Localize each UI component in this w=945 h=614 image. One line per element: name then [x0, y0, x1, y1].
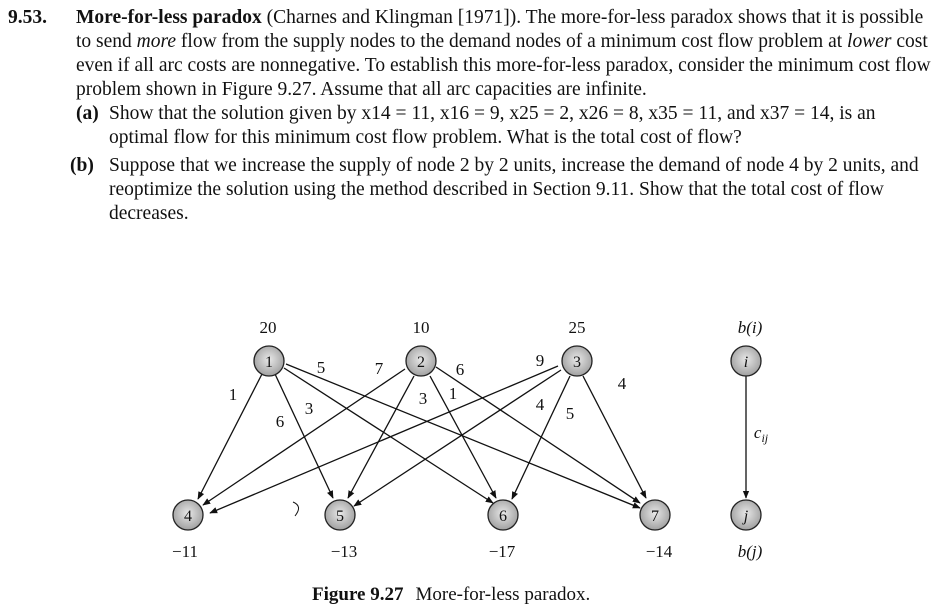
problem-number: 9.53. [8, 7, 47, 28]
arc-2-7 [435, 366, 641, 504]
node-3 [561, 345, 593, 377]
scan-mark [292, 501, 299, 517]
cost-arc-1-6: 5 [317, 358, 326, 377]
cost-arc-3-6: 5 [566, 404, 575, 423]
node-5-label: 5 [336, 508, 344, 525]
cost-arc-2-7: 6 [456, 360, 465, 379]
part-b-label: (b) [70, 155, 94, 176]
legend-arc-cost-sub: ij [761, 431, 768, 445]
cost-arc-3-7: 4 [618, 374, 627, 393]
legend-arc-cost-c: c [754, 423, 762, 442]
node-6-label: 6 [499, 508, 507, 525]
arc-1-5 [274, 373, 334, 499]
figure-caption: Figure 9.27 More-for-less paradox. [312, 584, 590, 606]
part-a: (a) Show that the solution given by x14 =… [8, 102, 934, 150]
cost-arc-3-4: 9 [536, 351, 545, 370]
cost-arc-2-4: 3 [305, 399, 314, 418]
node-2 [405, 345, 437, 377]
arc-3-7 [582, 375, 647, 499]
part-b: (b) Suppose that we increase the supply o… [8, 154, 934, 226]
legend-node-i-label: i [744, 354, 748, 371]
arc-3-6 [511, 375, 571, 500]
demand-node-7: −14 [646, 542, 673, 561]
node-7-label: 7 [651, 508, 659, 525]
node-3-label: 3 [573, 354, 581, 371]
problem-intro-3: cost even if all arc costs are nonnegati… [76, 31, 931, 100]
arc-2-6 [429, 375, 497, 499]
demand-node-6: −17 [489, 542, 516, 561]
part-a-flows: x14 = 11, x16 = 9, x25 = 2, x26 = 8, x35… [361, 103, 830, 124]
node-2-label: 2 [417, 354, 425, 371]
node-1-label: 1 [265, 354, 273, 371]
problem-intro-1: (Charnes and Klingman [1971]). The more-… [76, 7, 924, 52]
cost-arc-2-5: 3 [419, 389, 428, 408]
legend-node-j [730, 499, 762, 531]
legend-node-i [730, 345, 762, 377]
legend-bottom-label: b(j) [738, 542, 763, 561]
arc-1-6 [283, 367, 494, 504]
part-a-text-2: , is an optimal flow for this minimum co… [109, 103, 876, 148]
problem-text: 9.53. More-for-less paradox (Charnes and … [8, 6, 934, 226]
problem-intro-2: flow from the supply nodes to the demand… [176, 31, 848, 52]
part-a-text-1: Show that the solution given by [109, 103, 362, 124]
figure-caption-text: More-for-less paradox. [415, 584, 591, 605]
legend-node-j-label: j [742, 508, 749, 525]
emphasis-more: more [136, 31, 177, 52]
legend-top-label: b(i) [738, 318, 763, 337]
node-7 [639, 499, 671, 531]
cost-arc-3-5: 4 [536, 395, 545, 414]
arc-3-4 [209, 365, 559, 514]
cost-arc-1-7: 7 [375, 359, 384, 378]
part-b-text: Suppose that we increase the supply of n… [109, 155, 919, 224]
node-1 [253, 345, 285, 377]
node-4-label: 4 [184, 508, 192, 525]
supply-node-2: 10 [413, 318, 430, 337]
problem-statement: 9.53. More-for-less paradox (Charnes and … [8, 6, 934, 102]
arc-3-5 [353, 369, 562, 507]
cost-arc-1-4: 1 [229, 385, 238, 404]
emphasis-lower: lower [847, 31, 892, 52]
cost-arc-1-5: 6 [276, 412, 285, 431]
legend-arc-cost: cij [754, 423, 769, 445]
supply-node-1: 20 [260, 318, 277, 337]
node-5 [324, 499, 356, 531]
figure-caption-label: Figure 9.27 [312, 584, 404, 605]
problem-title: More-for-less paradox [76, 7, 262, 28]
node-6 [487, 499, 519, 531]
demand-node-4: −11 [172, 542, 198, 561]
arc-2-4 [202, 368, 406, 506]
demand-node-5: −13 [331, 542, 358, 561]
arc-2-5 [347, 375, 415, 499]
arc-1-4 [197, 373, 263, 500]
part-a-label: (a) [76, 103, 99, 124]
cost-arc-2-6: 1 [449, 384, 458, 403]
supply-node-3: 25 [569, 318, 586, 337]
node-4 [172, 499, 204, 531]
